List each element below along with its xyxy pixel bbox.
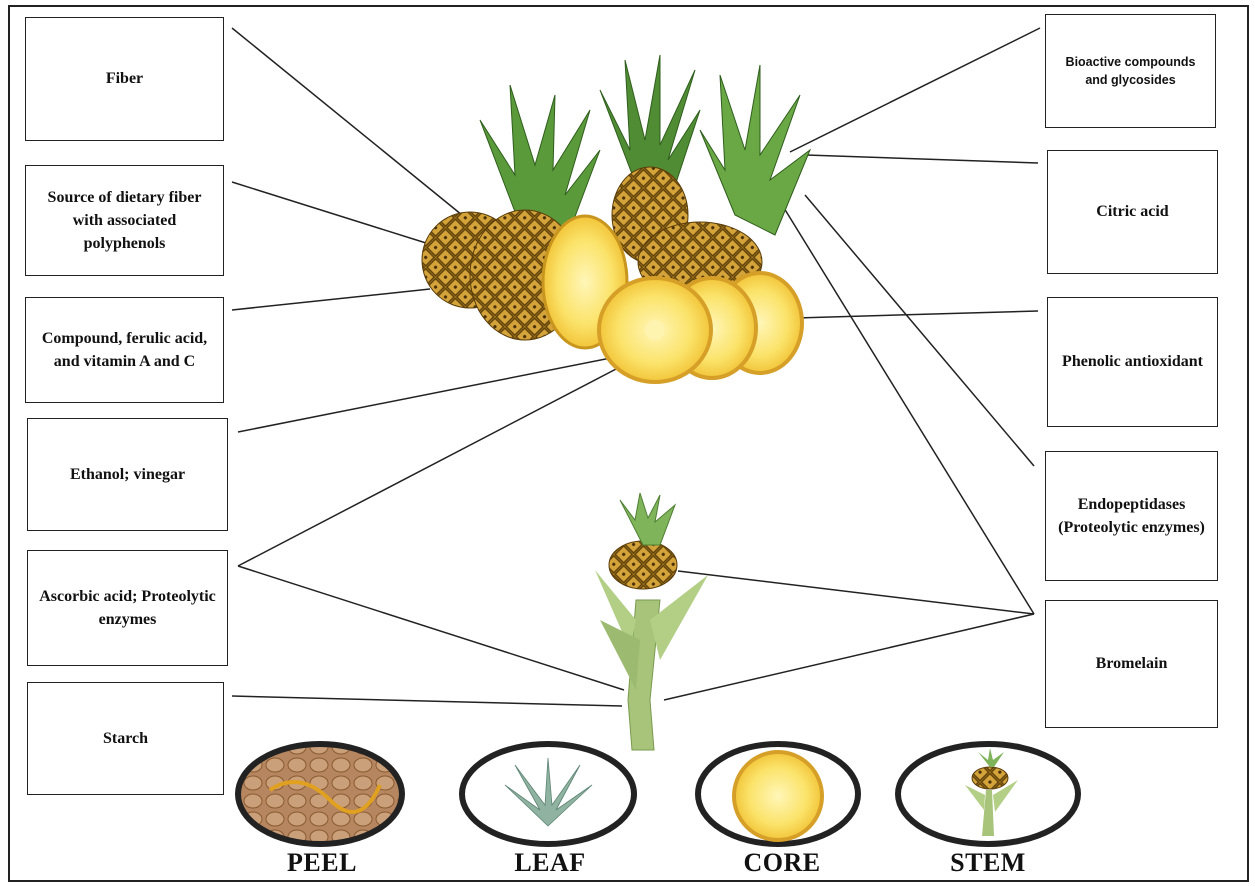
part-label-peel: PEEL (232, 848, 412, 878)
pineapple-group-illustration (422, 55, 810, 382)
part-label-leaf: LEAF (460, 848, 640, 878)
label-box-dietary-fiber: Source of dietary fiber with associated … (25, 165, 224, 276)
label-box-ethanol-vinegar: Ethanol; vinegar (27, 418, 228, 531)
label-text: Bioactive compounds and glycosides (1054, 53, 1207, 89)
stem-icon (898, 744, 1078, 844)
label-text: Phenolic antioxidant (1062, 350, 1203, 373)
label-box-citric-acid: Citric acid (1047, 150, 1218, 274)
peel-icon (238, 744, 402, 844)
label-box-starch: Starch (27, 682, 224, 795)
label-box-fiber: Fiber (25, 17, 224, 141)
label-box-ascorbic-acid: Ascorbic acid; Proteolytic enzymes (27, 550, 228, 666)
label-box-phenolic-antioxidant: Phenolic antioxidant (1047, 297, 1218, 427)
label-text: Ascorbic acid; Proteolytic enzymes (36, 585, 219, 631)
core-icon (698, 744, 858, 844)
pineapple-slices (599, 273, 802, 382)
label-box-bromelain: Bromelain (1045, 600, 1218, 728)
label-text: Starch (103, 727, 148, 750)
label-text: Citric acid (1096, 200, 1168, 223)
part-label-stem: STEM (898, 848, 1078, 878)
label-text: Fiber (106, 67, 143, 90)
label-text: Ethanol; vinegar (70, 463, 185, 486)
leaf-icon (462, 744, 634, 844)
label-text: Bromelain (1096, 652, 1168, 675)
label-box-bioactive-compounds: Bioactive compounds and glycosides (1045, 14, 1216, 128)
pineapple-plant-illustration (595, 493, 708, 750)
label-text: Source of dietary fiber with associated … (34, 186, 215, 256)
part-label-core: CORE (692, 848, 872, 878)
label-text: Endopeptidases (Proteolytic enzymes) (1054, 493, 1209, 539)
label-box-endopeptidases: Endopeptidases (Proteolytic enzymes) (1045, 451, 1218, 581)
label-text: Compound, ferulic acid, and vitamin A an… (34, 327, 215, 373)
label-box-ferulic-acid: Compound, ferulic acid, and vitamin A an… (25, 297, 224, 403)
